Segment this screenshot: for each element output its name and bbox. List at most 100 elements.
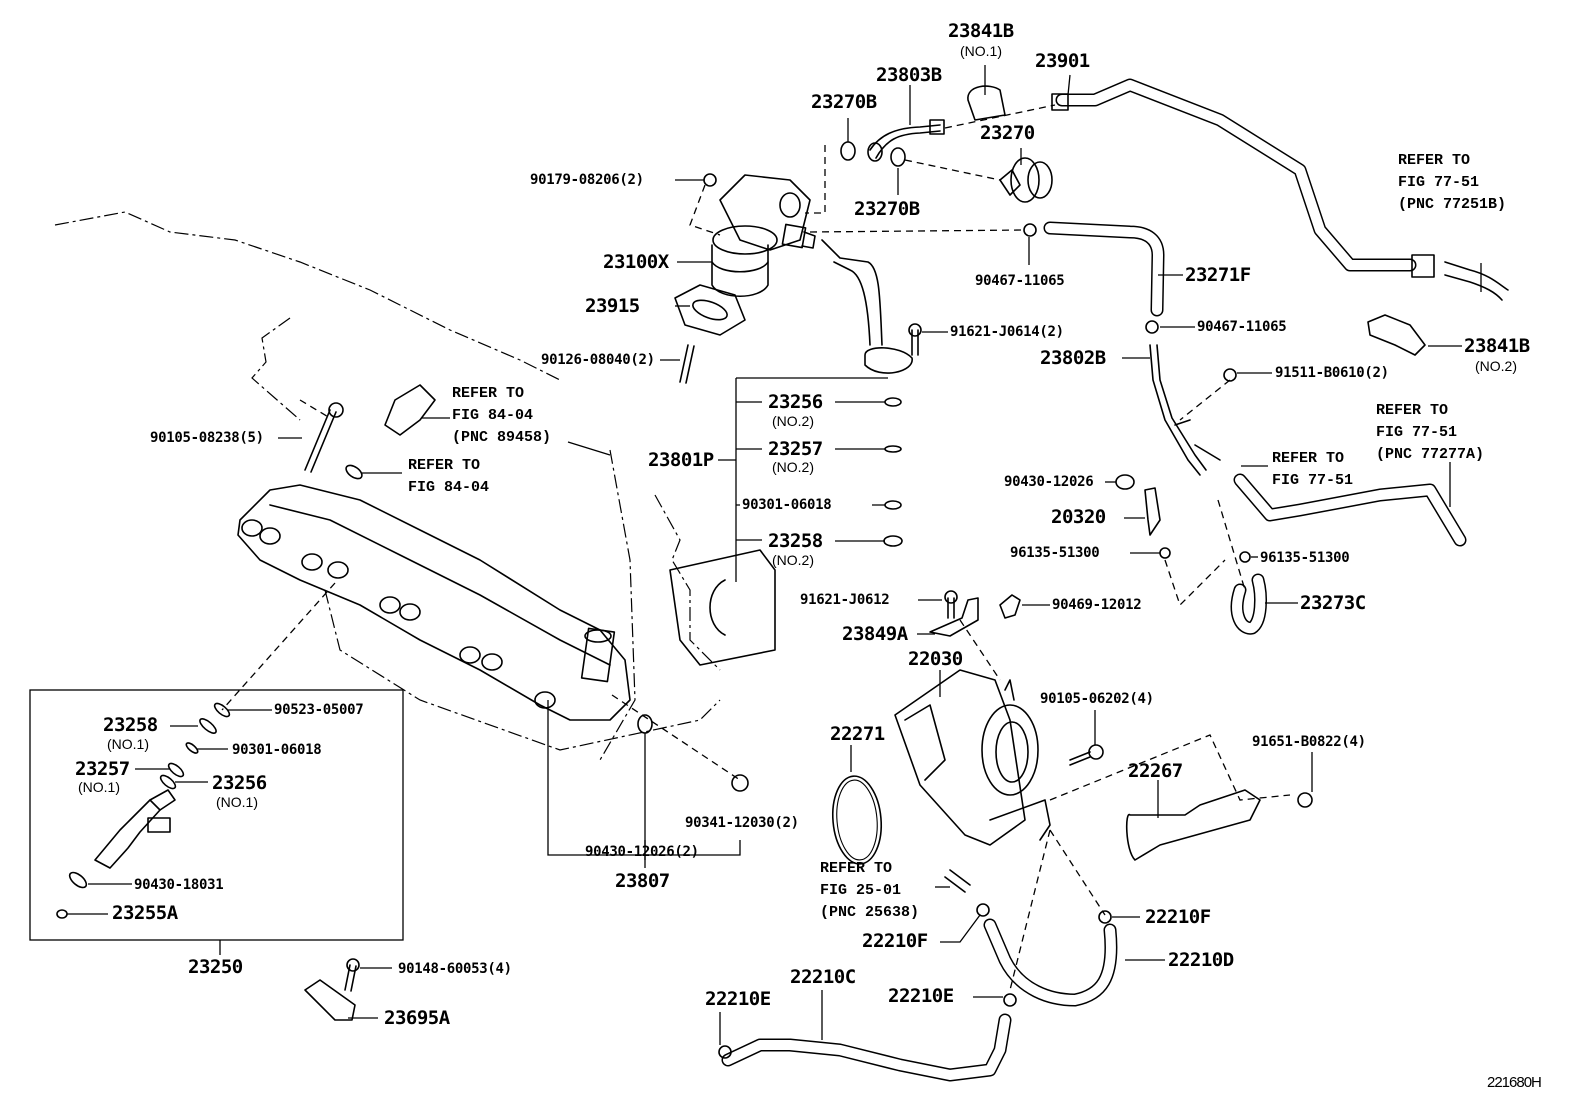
label-22210D: 22210D xyxy=(1168,949,1234,971)
clip-90469 xyxy=(999,594,1021,619)
label-22210F-b: 22210F xyxy=(1145,906,1211,928)
bolt-91621-J0612 xyxy=(947,597,955,619)
hose-23271F xyxy=(1043,221,1165,317)
label-90126-08040: 90126-08040(2) xyxy=(541,352,655,368)
note-23257-no2: (NO.2) xyxy=(772,459,814,475)
ref-fig-84-04: REFER TO FIG 84-04 xyxy=(408,457,490,496)
cover-23841B-no2 xyxy=(1367,314,1426,356)
valve-20320 xyxy=(1144,487,1161,536)
fuel-tube-23901 xyxy=(1055,78,1417,272)
label-23271F: 23271F xyxy=(1185,264,1251,286)
note-23256-no1: (NO.1) xyxy=(216,794,258,810)
label-23841B-no2: 23841B xyxy=(1464,335,1530,357)
intake-flange xyxy=(669,549,776,666)
note-23841B-no2: (NO.2) xyxy=(1475,358,1517,374)
label-23255A: 23255A xyxy=(112,902,178,924)
label-22210E-a: 22210E xyxy=(705,988,771,1010)
stud-90126 xyxy=(679,344,695,384)
bolt-91511 xyxy=(1223,368,1237,382)
label-90430-18031: 90430-18031 xyxy=(134,877,224,893)
clamp-22210F-b xyxy=(1098,910,1112,924)
label-23273C: 23273C xyxy=(1300,592,1366,614)
label-90105-06202: 90105-06202(4) xyxy=(1040,691,1154,707)
clip-96135-b xyxy=(1239,551,1251,563)
label-23250: 23250 xyxy=(188,956,243,978)
label-90179-08206: 90179-08206(2) xyxy=(530,172,644,188)
label-90467-11065-b: 90467-11065 xyxy=(1197,319,1287,335)
clamp-22210F-a xyxy=(976,903,990,917)
injector-kit-box xyxy=(29,689,404,941)
label-90148-60053: 90148-60053(4) xyxy=(398,961,512,977)
label-20320: 20320 xyxy=(1051,506,1106,528)
label-23258-no1: 23258 xyxy=(103,714,158,736)
label-90430-12026-2: 90430-12026(2) xyxy=(585,844,699,860)
label-23849A: 23849A xyxy=(842,623,908,645)
label-23915: 23915 xyxy=(585,295,640,317)
label-23256-no1: 23256 xyxy=(212,772,267,794)
bolt-90148 xyxy=(344,964,357,992)
ref-fig-77-51: REFER TO FIG 77-51 xyxy=(1272,450,1354,489)
label-23901: 23901 xyxy=(1035,50,1090,72)
bolt-91621-J0614 xyxy=(911,329,919,356)
label-90301-06018-a: 90301-06018 xyxy=(742,497,832,513)
label-23100X: 23100X xyxy=(603,251,669,273)
clamp-90467-a xyxy=(1023,223,1037,237)
label-23803B: 23803B xyxy=(876,64,942,86)
ref-fig-77-51-pnc-77277A: REFER TO FIG 77-51 (PNC 77277A) xyxy=(1376,402,1485,463)
label-90469-12012: 90469-12012 xyxy=(1052,597,1142,613)
label-23270B-top: 23270B xyxy=(811,91,877,113)
fuel-rail-23807 xyxy=(237,484,631,721)
label-23695A: 23695A xyxy=(384,1007,450,1029)
note-23841B-no1: (NO.1) xyxy=(960,43,1002,59)
note-23258-no1: (NO.1) xyxy=(107,736,149,752)
label-90341-12030: 90341-12030(2) xyxy=(685,815,799,831)
bolt-90105-08238 xyxy=(304,409,337,473)
tube-25638 xyxy=(944,869,971,893)
clamp-22210E-a xyxy=(718,1045,732,1059)
label-90430-12026: 90430-12026 xyxy=(1004,474,1094,490)
ref-fig-84-04-pnc-89458: REFER TO FIG 84-04 (PNC 89458) xyxy=(452,385,552,446)
label-90523-05007: 90523-05007 xyxy=(274,702,364,718)
figure-code: 221680H xyxy=(1487,1074,1542,1091)
label-91651-B0822: 91651-B0822(4) xyxy=(1252,734,1366,750)
label-23257-no1: 23257 xyxy=(75,758,130,780)
injector xyxy=(94,789,176,869)
label-22267: 22267 xyxy=(1128,760,1183,782)
label-22271: 22271 xyxy=(830,723,885,745)
pressure-sensor xyxy=(384,384,436,436)
label-90301-06018-b: 90301-06018 xyxy=(232,742,322,758)
pump-gasket-23915 xyxy=(674,284,746,336)
nut-90179 xyxy=(703,173,717,187)
label-96135-51300-b: 96135-51300 xyxy=(1260,550,1350,566)
engine-outline xyxy=(54,211,721,761)
label-23807: 23807 xyxy=(615,870,670,892)
bracket-23849A xyxy=(929,597,979,637)
label-90467-11065-a: 90467-11065 xyxy=(975,273,1065,289)
label-23258-no2: 23258 xyxy=(768,530,823,552)
label-91621-J0614: 91621-J0614(2) xyxy=(950,324,1064,340)
gasket-23270B-2 xyxy=(890,147,906,167)
gasket-22271 xyxy=(831,775,883,865)
label-22210C: 22210C xyxy=(790,966,856,988)
gasket-23270B xyxy=(840,141,856,161)
intake-port xyxy=(709,579,726,636)
cover-23841B-no1 xyxy=(967,85,1006,121)
bracket-22267 xyxy=(1125,789,1261,861)
pipe-23802B xyxy=(1149,344,1207,476)
leader-lines xyxy=(67,65,1482,1045)
o-ring-90523 xyxy=(213,702,231,718)
label-22210F-a: 22210F xyxy=(862,930,928,952)
label-96135-51300-a: 96135-51300 xyxy=(1010,545,1100,561)
label-23841B-no1: 23841B xyxy=(948,20,1014,42)
throttle-body-22030 xyxy=(894,669,1051,846)
label-23257-no2: 23257 xyxy=(768,438,823,460)
note-23257-no1: (NO.1) xyxy=(78,779,120,795)
label-23802B: 23802B xyxy=(1040,347,1106,369)
label-91621-J0612: 91621-J0612 xyxy=(800,592,890,608)
bolt-91651 xyxy=(1297,792,1313,808)
bolt-90105-06202 xyxy=(1069,751,1091,766)
note-23256-no2: (NO.2) xyxy=(772,413,814,429)
label-23256-no2: 23256 xyxy=(768,391,823,413)
fuel-pump-23100X xyxy=(711,174,816,297)
